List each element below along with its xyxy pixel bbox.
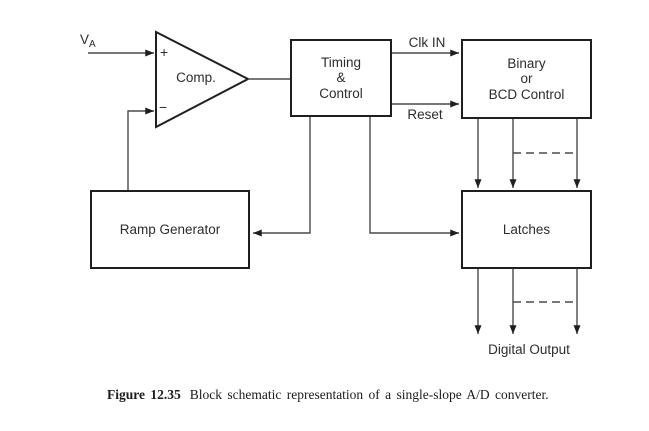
binary-bcd-label-line3: BCD Control bbox=[488, 86, 565, 102]
comparator-plus-input-label: + bbox=[160, 44, 169, 60]
timing-control-label-line3: Control bbox=[319, 85, 363, 101]
timing-to-latches-wire bbox=[369, 117, 459, 237]
va-base: V bbox=[80, 32, 90, 47]
latches-label: Latches bbox=[502, 221, 551, 237]
figure-caption: Figure 12.35 Block schematic representati… bbox=[107, 387, 549, 403]
comparator-triangle bbox=[155, 30, 251, 129]
ramp-generator-block: Ramp Generator bbox=[90, 190, 250, 269]
comparator-label: Comp. bbox=[176, 70, 216, 85]
timing-control-label-line2: & bbox=[336, 70, 346, 86]
binary-bcd-control-block: Binary or BCD Control bbox=[461, 39, 592, 119]
timing-control-label-line1: Timing bbox=[320, 54, 361, 70]
binary-bcd-label-line2: or bbox=[520, 71, 533, 87]
timing-control-block: Timing & Control bbox=[290, 39, 392, 117]
ramp-generator-label: Ramp Generator bbox=[119, 221, 221, 237]
va-input-label: VA bbox=[80, 32, 96, 52]
clk-in-signal-label: Clk IN bbox=[408, 35, 446, 50]
digital-output-label: Digital Output bbox=[488, 342, 570, 357]
va-subscript: A bbox=[89, 39, 96, 50]
binary-bcd-label-line1: Binary bbox=[507, 55, 546, 71]
latches-block: Latches bbox=[461, 190, 592, 269]
timing-to-ramp-wire bbox=[253, 117, 311, 237]
figure-caption-number: Figure 12.35 bbox=[107, 387, 181, 402]
reset-signal-label: Reset bbox=[407, 107, 443, 122]
ramp-to-comparator-wire bbox=[127, 107, 154, 190]
figure-caption-text: Block schematic representation of a sing… bbox=[189, 387, 549, 402]
comparator-minus-input-label: − bbox=[159, 99, 168, 115]
